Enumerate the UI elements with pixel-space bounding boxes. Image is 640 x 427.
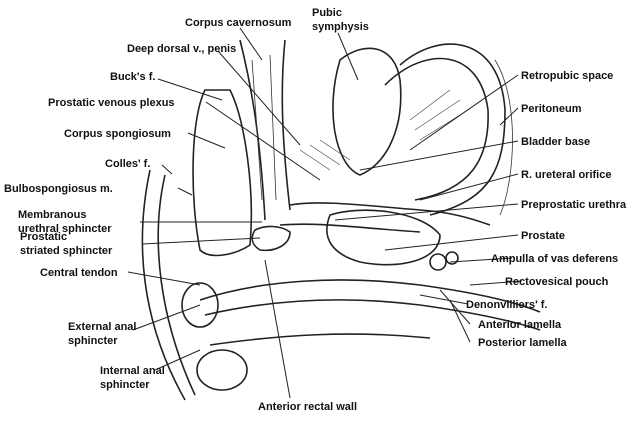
label-pubic-symphysis-line2: symphysis bbox=[312, 21, 369, 33]
label-ureteral-orifice: R. ureteral orifice bbox=[521, 169, 611, 181]
label-membranous-sphincter-line2: urethral sphincter bbox=[18, 223, 112, 235]
label-denonvilliers: Denonvilliers' f. bbox=[466, 299, 547, 311]
label-prostatic-venous-plexus: Prostatic venous plexus bbox=[48, 97, 175, 109]
label-prostatic-striated-line1: Prostatic bbox=[20, 231, 67, 243]
label-anterior-lamella: Anterior lamella bbox=[478, 319, 562, 331]
label-deep-dorsal-vein: Deep dorsal v., penis bbox=[127, 43, 236, 55]
label-pubic-symphysis-line1: Pubic bbox=[312, 7, 342, 19]
illustration bbox=[141, 39, 541, 401]
labels-left: Corpus cavernosum Deep dorsal v., penis … bbox=[4, 17, 292, 391]
label-bladder-base: Bladder base bbox=[521, 136, 590, 148]
label-posterior-lamella: Posterior lamella bbox=[478, 337, 568, 349]
label-ampulla: Ampulla of vas deferens bbox=[491, 253, 618, 265]
label-external-anal-line2: sphincter bbox=[68, 335, 118, 347]
leader-lines bbox=[127, 27, 523, 399]
label-preprostatic-urethra: Preprostatic urethra bbox=[521, 199, 627, 211]
label-corpus-spongiosum: Corpus spongiosum bbox=[64, 128, 171, 140]
label-prostate: Prostate bbox=[521, 230, 565, 242]
label-colles-fascia: Colles' f. bbox=[105, 158, 150, 170]
label-retropubic-space: Retropubic space bbox=[521, 70, 613, 82]
label-rectovesical-pouch: Rectovesical pouch bbox=[505, 276, 609, 288]
labels-bottom: Anterior rectal wall bbox=[258, 401, 357, 413]
label-internal-anal-line2: sphincter bbox=[100, 379, 150, 391]
label-anterior-rectal-wall: Anterior rectal wall bbox=[258, 401, 357, 413]
label-peritoneum: Peritoneum bbox=[521, 103, 582, 115]
labels-right: Pubic symphysis Retropubic space Periton… bbox=[312, 7, 627, 349]
label-corpus-cavernosum: Corpus cavernosum bbox=[185, 17, 292, 29]
label-central-tendon: Central tendon bbox=[40, 267, 118, 279]
label-bucks-fascia: Buck's f. bbox=[110, 71, 155, 83]
label-membranous-sphincter-line1: Membranous bbox=[18, 209, 86, 221]
label-bulbospongiosus: Bulbospongiosus m. bbox=[4, 183, 113, 195]
label-external-anal-line1: External anal bbox=[68, 321, 136, 333]
label-internal-anal-line1: Internal anal bbox=[100, 365, 165, 377]
label-prostatic-striated-line2: striated sphincter bbox=[20, 245, 113, 257]
